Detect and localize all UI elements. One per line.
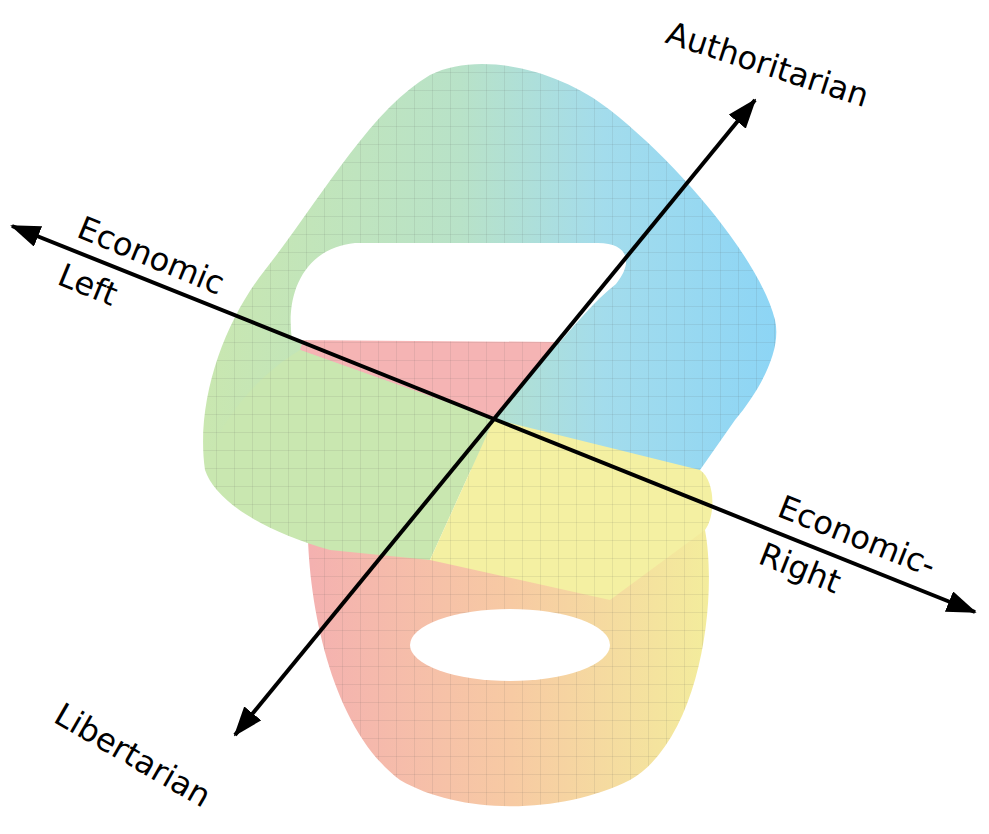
axis-down [235, 419, 494, 735]
axis-up [494, 100, 755, 419]
axis-label-text: Authoritarian [661, 14, 873, 115]
upper-hole [291, 243, 626, 342]
axis-label-text: Economic Left [53, 209, 230, 314]
axis-label: Libertarian [44, 690, 295, 834]
axis-label: Economic Left [50, 203, 274, 374]
axes [12, 100, 975, 735]
axis-label-text: Libertarian [48, 695, 218, 815]
axis-label: Economic- Right [751, 482, 965, 647]
axis-left [12, 226, 494, 419]
axis-right [494, 419, 975, 612]
axis-label: Authoritarian [659, 8, 960, 149]
axis-label-text: Economic- Right [754, 488, 942, 602]
